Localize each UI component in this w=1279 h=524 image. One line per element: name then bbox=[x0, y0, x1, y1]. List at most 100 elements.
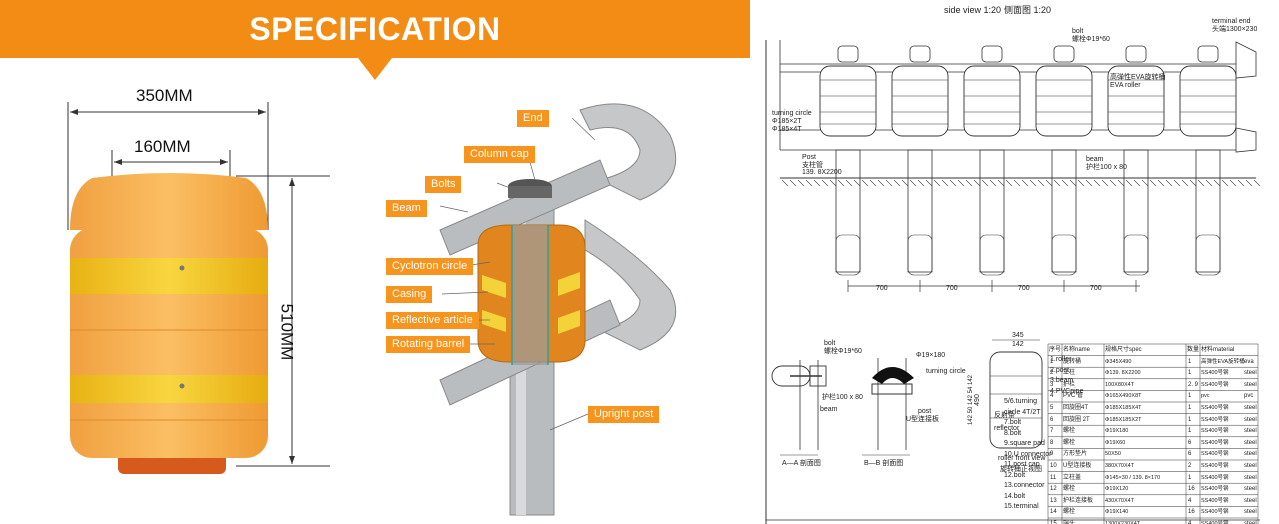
reflector-label-cn: 反射条 bbox=[994, 412, 1015, 419]
table-cell-material: SS400号钢 bbox=[1201, 474, 1229, 481]
spacing-1: 700 bbox=[876, 285, 888, 292]
table-cell-spec: Φ185X185X4T bbox=[1105, 405, 1142, 411]
table-cell-material-en: steel bbox=[1244, 439, 1257, 446]
terminal-end-spec: 头端1300×230 bbox=[1212, 26, 1258, 33]
table-header-2: 名称name bbox=[1063, 347, 1091, 353]
table-cell-material: SS400号钢 bbox=[1201, 370, 1229, 377]
table-cell-material-en: steel bbox=[1244, 451, 1257, 458]
roller-post-6 bbox=[1179, 45, 1237, 276]
aa-beam-label: beam bbox=[820, 406, 838, 413]
table-cell-qty: 2. 9 bbox=[1188, 381, 1199, 388]
table-cell-no: 3 bbox=[1050, 381, 1054, 388]
table-cell-no: 5 bbox=[1050, 405, 1054, 411]
roller-post-5 bbox=[1107, 45, 1165, 276]
table-cell-name: 立柱 bbox=[1063, 370, 1076, 377]
table-header-5: 材料material bbox=[1201, 347, 1235, 353]
table-cell-material: 高弹性EVA旋转桶 bbox=[1201, 358, 1245, 365]
table-cell-name: 回旋圈 2T bbox=[1063, 416, 1090, 423]
table-cell-qty: 6 bbox=[1188, 451, 1192, 458]
table-cell-material-en: steel bbox=[1244, 463, 1257, 469]
inner-width-dimension: 160MM bbox=[134, 137, 191, 156]
table-cell-name: 螺栓 bbox=[1063, 428, 1076, 435]
table-cell-no: 11 bbox=[1050, 474, 1057, 481]
aa-beam-spec: 护栏100 x 80 bbox=[822, 394, 863, 401]
table-cell-qty: 1 bbox=[1188, 474, 1192, 481]
table-cell-spec: Φ145×30 / 139. 8×170 bbox=[1105, 474, 1161, 481]
label-reflective-article: Reflective article bbox=[386, 312, 479, 329]
bolt-label: bolt bbox=[1072, 28, 1084, 35]
table-cell-name: 护栏连接板 bbox=[1063, 497, 1094, 504]
table-header-3: 规格尺寸spec bbox=[1105, 347, 1142, 353]
roller-dim-345: 345 bbox=[1012, 332, 1024, 339]
aa-bolt-label: bolt bbox=[824, 340, 836, 347]
part-name-en: 4.PVCpipe bbox=[1050, 387, 1084, 395]
table-cell-no: 7 bbox=[1050, 428, 1054, 435]
table-cell-name: 立柱盖 bbox=[1063, 474, 1082, 481]
table-cell-material-en: steel bbox=[1244, 521, 1257, 524]
bb-post-label: post bbox=[918, 408, 932, 415]
turning-circle-spec-1: Φ185×2T bbox=[772, 118, 802, 125]
part-name-en: 8.bolt bbox=[1004, 429, 1022, 437]
table-cell-material: SS400号钢 bbox=[1201, 463, 1229, 469]
product-illustration bbox=[67, 102, 330, 474]
table-cell-qty: 1 bbox=[1188, 428, 1192, 435]
part-name-en: 10.U connector bbox=[1004, 450, 1052, 458]
side-view-label-cn: 侧面图 1:20 bbox=[1004, 5, 1052, 15]
roller-post-1 bbox=[819, 45, 877, 276]
table-cell-spec: 100X80X4T bbox=[1105, 381, 1135, 388]
table-cell-no: 4 bbox=[1050, 393, 1054, 400]
bolt-spec: 螺栓Φ19*60 bbox=[1072, 36, 1110, 43]
roller-height: 490 bbox=[973, 394, 981, 406]
table-cell-qty: 1 bbox=[1188, 370, 1192, 377]
table-cell-material: SS400号钢 bbox=[1201, 509, 1229, 516]
table-cell-name: 螺栓 bbox=[1063, 439, 1076, 446]
roller-front-view: roller front view bbox=[998, 455, 1046, 462]
table-cell-name: 旋转桶 bbox=[1063, 358, 1082, 365]
table-cell-no: 12 bbox=[1050, 486, 1057, 493]
table-header-1: 序号 bbox=[1049, 347, 1062, 353]
table-cell-name: PVC 管 bbox=[1063, 393, 1084, 400]
exploded-view bbox=[439, 103, 677, 516]
table-cell-no: 10 bbox=[1050, 463, 1057, 469]
table-cell-no: 9 bbox=[1050, 451, 1054, 458]
table-cell-name: 端头 bbox=[1063, 521, 1076, 524]
spacing-3: 700 bbox=[1018, 285, 1030, 292]
table-cell-material-en: steel bbox=[1244, 405, 1257, 411]
table-cell-qty: 16 bbox=[1188, 509, 1195, 516]
table-cell-material: SS400号钢 bbox=[1201, 428, 1229, 435]
part-name-en: circle 4T/2T bbox=[1004, 408, 1041, 416]
table-cell-no: 6 bbox=[1050, 416, 1054, 423]
terminal-end-label: terminal end bbox=[1212, 18, 1251, 25]
post-label: Post bbox=[802, 154, 817, 161]
table-cell-material-en: steel bbox=[1244, 486, 1257, 493]
table-cell-name: U型连接板 bbox=[1063, 463, 1092, 469]
aa-bolt-spec: 螺栓Φ19*60 bbox=[824, 348, 862, 355]
table-cell-material-en: steel bbox=[1244, 509, 1257, 516]
table-cell-no: 15 bbox=[1050, 521, 1057, 524]
label-bolts: Bolts bbox=[425, 176, 462, 193]
table-cell-no: 1 bbox=[1050, 358, 1054, 365]
table-cell-material-en: pvc bbox=[1244, 393, 1254, 400]
header-banner bbox=[0, 0, 750, 58]
roller-side-dims: 142 50 142 54 142 bbox=[968, 374, 975, 426]
table-cell-qty: 1 bbox=[1188, 393, 1192, 400]
beam-spec: 护栏100 x 80 bbox=[1086, 164, 1127, 171]
table-cell-qty: 16 bbox=[1188, 486, 1195, 493]
eva-roller-label: EVA roller bbox=[1110, 82, 1141, 89]
table-cell-spec: 1300X230X4T bbox=[1105, 521, 1141, 524]
roller-post-3 bbox=[963, 45, 1021, 276]
table-cell-material-en: steel bbox=[1244, 497, 1257, 504]
table-cell-material: SS400号钢 bbox=[1201, 521, 1229, 524]
table-cell-no: 13 bbox=[1050, 497, 1057, 504]
table-cell-spec: Φ19X180 bbox=[1105, 428, 1129, 435]
bb-turning-circle: turning circle bbox=[926, 368, 966, 375]
spacing-2: 700 bbox=[946, 285, 958, 292]
table-cell-material: SS400号钢 bbox=[1201, 439, 1229, 446]
roller-post-2 bbox=[891, 45, 949, 276]
outer-width-dimension: 350MM bbox=[136, 86, 193, 105]
table-cell-spec: Φ345X490 bbox=[1105, 358, 1132, 365]
table-cell-material-en: steel bbox=[1244, 370, 1257, 377]
eva-roller-label-cn: 高弹性EVA旋转桶 bbox=[1110, 74, 1166, 81]
table-cell-qty: 2 bbox=[1188, 463, 1192, 469]
label-cyclotron-circle: Cyclotron circle bbox=[386, 258, 474, 275]
